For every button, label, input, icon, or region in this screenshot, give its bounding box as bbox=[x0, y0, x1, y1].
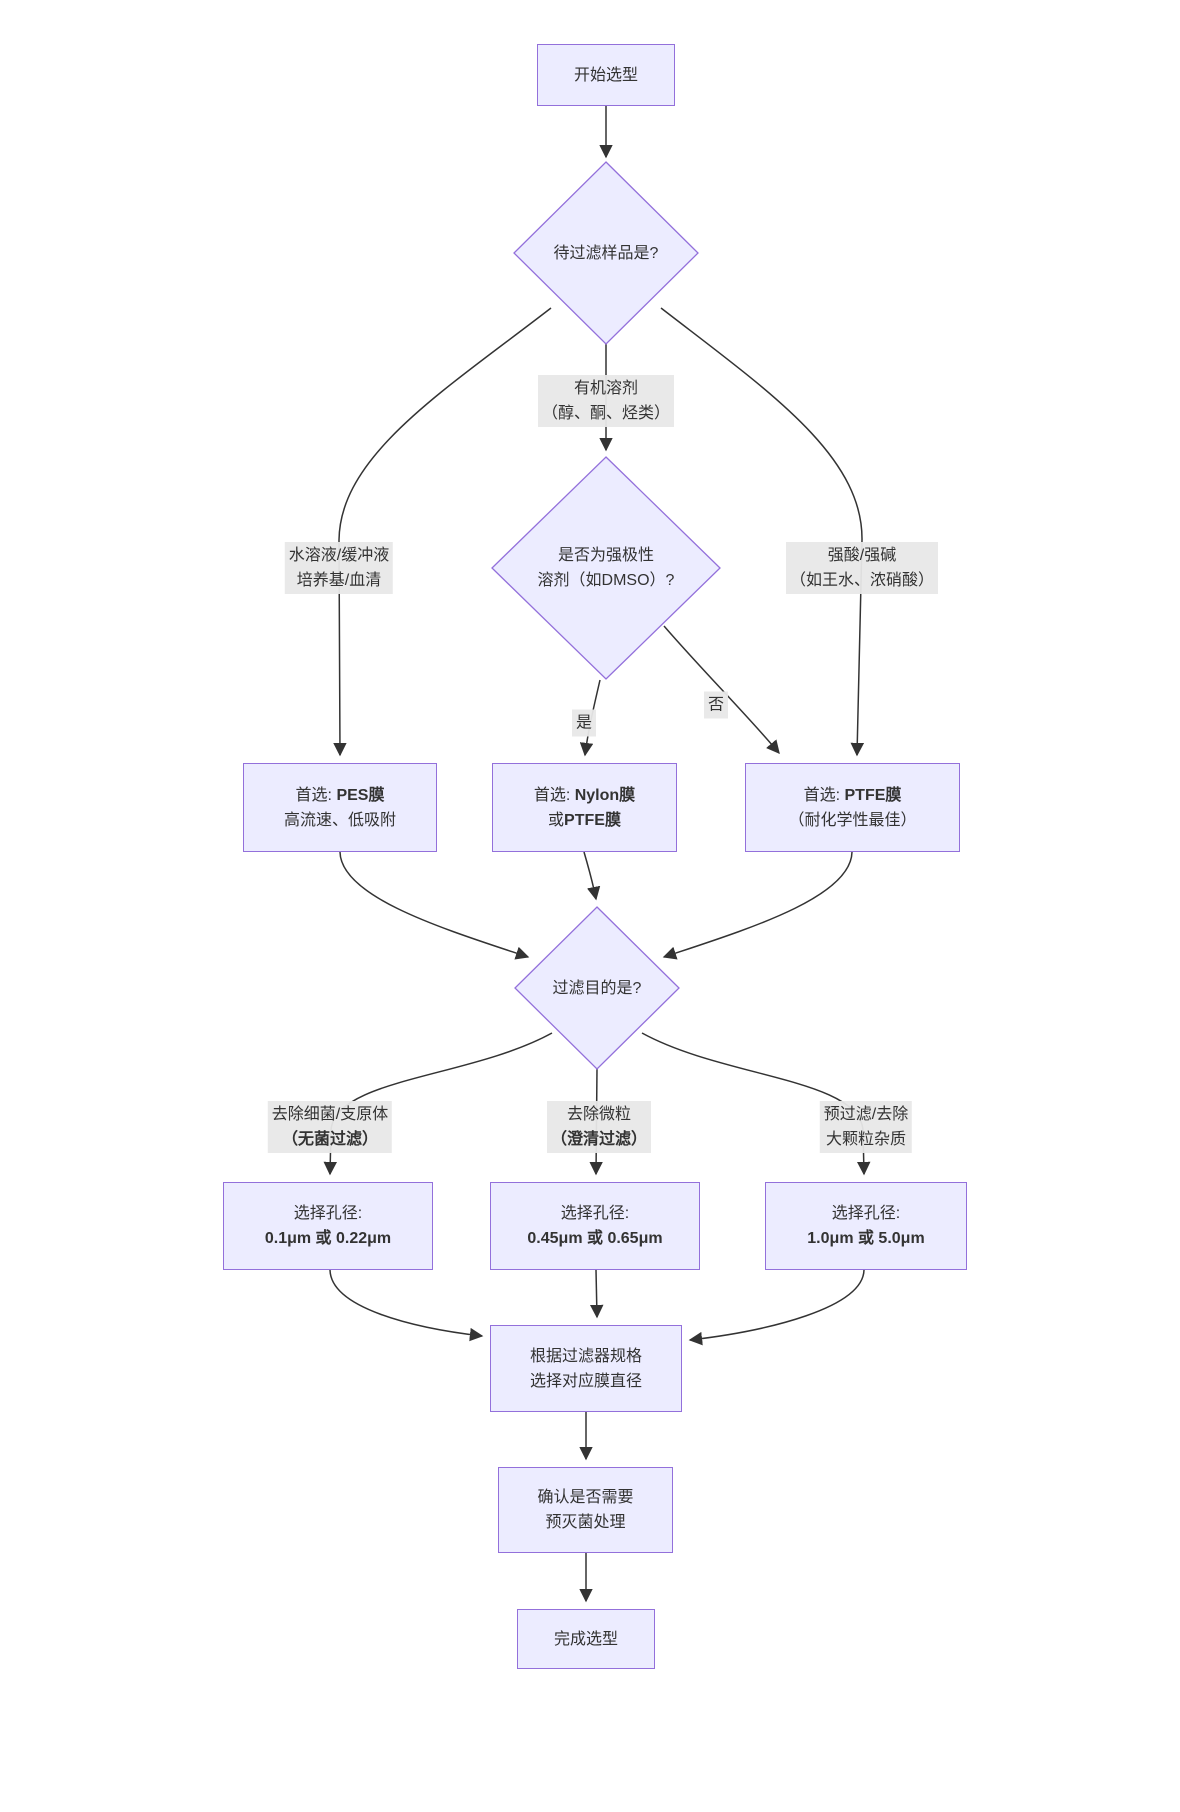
node-pore-clarify-line1: 选择孔径: bbox=[560, 1205, 630, 1222]
decision-sample-text: 待过滤样品是? bbox=[553, 244, 659, 262]
node-start-label: 开始选型 bbox=[573, 66, 638, 84]
node-pore-sterile-line1: 选择孔径: bbox=[293, 1205, 363, 1222]
edge-label-yes-text: 是 bbox=[575, 714, 593, 732]
node-presterilize: 确认是否需要 预灭菌处理 bbox=[498, 1467, 673, 1553]
decision-polar-line1: 是否为强极性 bbox=[557, 547, 654, 564]
edge-label-sterile-line1: 去除细菌/支原体 bbox=[271, 1106, 389, 1123]
node-pes-membrane: 首选: PES膜 高流速、低吸附 bbox=[243, 763, 437, 852]
node-nylon-line1: 首选: Nylon膜 bbox=[534, 783, 635, 808]
edge-label-sterile: 去除细菌/支原体 （无菌过滤） bbox=[267, 1101, 393, 1153]
edge-label-organic-line2: （醇、酮、烃类） bbox=[541, 405, 671, 422]
node-pes-line1: 首选: PES膜 bbox=[296, 783, 385, 808]
decision-polar-label: 是否为强极性 溶剂（如DMSO）? bbox=[492, 457, 720, 679]
decision-purpose-label: 过滤目的是? bbox=[515, 907, 679, 1069]
edge-label-sterile-line2: （无菌过滤） bbox=[281, 1131, 379, 1148]
node-membrane-diameter-line2: 选择对应膜直径 bbox=[529, 1372, 642, 1390]
node-pore-prefilter-line1: 选择孔径: bbox=[831, 1205, 901, 1222]
node-ptfe-line1: 首选: PTFE膜 bbox=[804, 783, 902, 808]
decision-sample-label: 待过滤样品是? bbox=[514, 162, 698, 344]
decision-purpose-text: 过滤目的是? bbox=[552, 979, 642, 997]
node-pes-line1-prefix: 首选: bbox=[295, 786, 337, 804]
node-nylon-line1-prefix: 首选: bbox=[533, 786, 575, 804]
edge-label-aqueous-line1: 水溶液/缓冲液 bbox=[288, 547, 390, 564]
node-presterilize-line2: 预灭菌处理 bbox=[545, 1514, 626, 1531]
node-presterilize-line1: 确认是否需要 bbox=[537, 1489, 634, 1506]
edge-label-no: 否 bbox=[703, 691, 729, 719]
node-nylon-line2: 或PTFE膜 bbox=[548, 808, 621, 833]
edge-clarify-diameter bbox=[589, 1269, 604, 1319]
node-pes-line1-bold: PES膜 bbox=[336, 786, 385, 804]
edge-label-aqueous: 水溶液/缓冲液 培养基/血清 bbox=[284, 542, 394, 594]
node-nylon-membrane: 首选: Nylon膜 或PTFE膜 bbox=[492, 763, 677, 852]
node-pore-sterile-line2: 0.1μm 或 0.22μm bbox=[264, 1230, 392, 1247]
edge-label-prefilter-line1: 预过滤/去除 bbox=[823, 1106, 909, 1123]
node-ptfe-line2: （耐化学性最佳） bbox=[788, 811, 917, 829]
edge-sterile-diameter bbox=[329, 1269, 484, 1342]
node-pes-line2: 高流速、低吸附 bbox=[283, 811, 396, 829]
node-nylon-line1-bold: Nylon膜 bbox=[574, 786, 636, 804]
node-start: 开始选型 bbox=[537, 44, 675, 106]
edge-label-clarify-line1: 去除微粒 bbox=[566, 1106, 632, 1123]
node-pore-clarify: 选择孔径: 0.45μm 或 0.65μm bbox=[490, 1182, 700, 1270]
edge-label-clarify-line2: （澄清过滤） bbox=[550, 1131, 648, 1148]
node-pore-prefilter: 选择孔径: 1.0μm 或 5.0μm bbox=[765, 1182, 967, 1270]
edge-label-organic: 有机溶剂 （醇、酮、烃类） bbox=[537, 375, 675, 427]
edge-prefilter-diameter bbox=[688, 1269, 865, 1346]
node-nylon-line2-bold: PTFE膜 bbox=[564, 811, 621, 829]
edge-label-no-text: 否 bbox=[707, 696, 725, 714]
node-pore-prefilter-line2: 1.0μm 或 5.0μm bbox=[807, 1230, 925, 1247]
edge-label-prefilter: 预过滤/去除 大颗粒杂质 bbox=[819, 1101, 913, 1153]
node-pore-sterile: 选择孔径: 0.1μm 或 0.22μm bbox=[223, 1182, 433, 1270]
edge-label-clarify: 去除微粒 （澄清过滤） bbox=[546, 1101, 652, 1153]
edge-label-aqueous-line2: 培养基/血清 bbox=[296, 572, 382, 589]
node-membrane-diameter: 根据过滤器规格 选择对应膜直径 bbox=[490, 1325, 682, 1412]
decision-polar-line2: 溶剂（如DMSO）? bbox=[537, 572, 675, 589]
node-done: 完成选型 bbox=[517, 1609, 655, 1669]
edge-nylon-purpose bbox=[583, 851, 601, 901]
edge-label-acid-line2: （如王水、浓硝酸） bbox=[789, 572, 935, 589]
node-membrane-diameter-line1: 根据过滤器规格 bbox=[529, 1347, 642, 1365]
node-pore-clarify-line2: 0.45μm 或 0.65μm bbox=[527, 1230, 663, 1247]
edge-pes-purpose bbox=[339, 851, 530, 960]
node-ptfe-line1-prefix: 首选: bbox=[803, 786, 845, 804]
edge-label-organic-line1: 有机溶剂 bbox=[573, 380, 639, 397]
node-ptfe-line1-bold: PTFE膜 bbox=[844, 786, 902, 804]
edge-label-prefilter-line2: 大颗粒杂质 bbox=[825, 1131, 907, 1148]
node-nylon-line2-prefix: 或 bbox=[548, 811, 565, 829]
edge-label-acid-line1: 强酸/强碱 bbox=[827, 547, 897, 564]
node-ptfe-membrane: 首选: PTFE膜 （耐化学性最佳） bbox=[745, 763, 960, 852]
edge-label-yes: 是 bbox=[571, 709, 597, 737]
edge-ptfe-purpose bbox=[662, 851, 853, 960]
edge-label-acid: 强酸/强碱 （如王水、浓硝酸） bbox=[785, 542, 939, 594]
node-done-label: 完成选型 bbox=[553, 1630, 618, 1648]
